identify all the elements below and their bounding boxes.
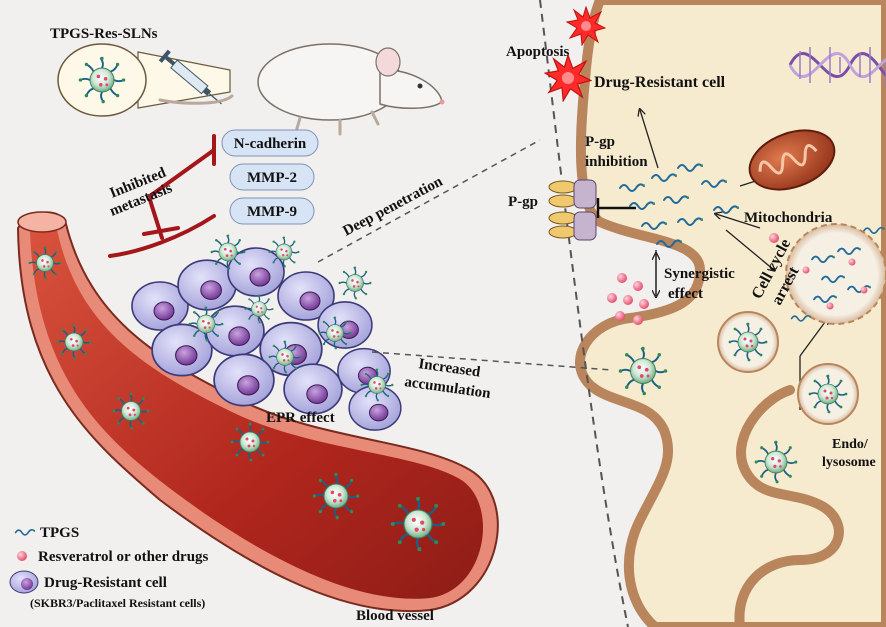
mouse-icon: [158, 43, 445, 136]
n-cadherin-pill: N-cadherin: [221, 129, 319, 157]
pgp-inhibition-label-2: inhibition: [585, 154, 648, 170]
deep-penetration-callout: [317, 139, 541, 263]
legend-resveratrol-label: Resveratrol or other drugs: [38, 549, 209, 565]
mmp2-text: MMP-2: [247, 170, 297, 186]
deep-penetration-label: Deep penetration: [340, 173, 446, 239]
legend-tpgs: TPGS: [14, 525, 79, 541]
endocytosis-pocket: [734, 385, 844, 627]
legend: TPGS Resveratrol or other drugs Drug-Res…: [9, 525, 209, 610]
release-lysosome: [785, 223, 886, 325]
pgp-pump-icon: [548, 179, 597, 241]
mmp2-pill: MMP-2: [229, 163, 315, 191]
legend-drug-resistant-label: Drug-Resistant cell: [44, 575, 167, 591]
syringe-icon: [158, 49, 222, 105]
legend-tpgs-label: TPGS: [40, 525, 79, 541]
n-cadherin-text: N-cadherin: [234, 136, 307, 152]
synergistic-label-1: Synergistic: [664, 266, 735, 282]
mmp9-pill: MMP-9: [229, 197, 315, 225]
legend-drug-resistant-sub: (SKBR3/Paclitaxel Resistant cells): [30, 596, 205, 610]
apoptosis-label: Apoptosis: [506, 44, 570, 60]
drug-dot-cluster: [607, 273, 649, 325]
epr-effect-label: EPR effect: [266, 410, 335, 426]
mmp9-text: MMP-9: [247, 204, 297, 220]
accumulation-callout: [371, 351, 613, 371]
drug-dot: [769, 233, 779, 243]
endosome-1: [717, 311, 779, 373]
pgp-inhibition-label-1: P-gp: [585, 134, 615, 150]
endosome-2: [797, 363, 859, 425]
mitochondria-icon: [748, 129, 836, 191]
legend-resveratrol: Resveratrol or other drugs: [17, 549, 209, 565]
drug-resistant-cell-label: Drug-Resistant cell: [594, 74, 726, 91]
pgp-inhibit-bar: [596, 198, 636, 218]
dna-helix-icon: [788, 47, 886, 87]
legend-drug-resistant: Drug-Resistant cell (SKBR3/Paclitaxel Re…: [9, 570, 205, 610]
inhibited-metastasis-bars: [108, 134, 216, 258]
sln-zoom-bubble: [57, 43, 231, 117]
blood-vessel: [16, 211, 499, 613]
tpgs-strand-icon: [14, 528, 36, 536]
blood-vessel-label: Blood vessel: [356, 608, 434, 624]
endo-label-2: lysosome: [822, 455, 876, 470]
pgp-label: P-gp: [508, 194, 538, 210]
mitochondria-label: Mitochondria: [744, 210, 833, 226]
synergistic-label-2: effect: [668, 286, 703, 302]
drug-dot-icon: [17, 551, 27, 561]
tpgs-res-slns-title: TPGS-Res-SLNs: [50, 26, 158, 42]
endo-label-1: Endo/: [832, 437, 869, 452]
